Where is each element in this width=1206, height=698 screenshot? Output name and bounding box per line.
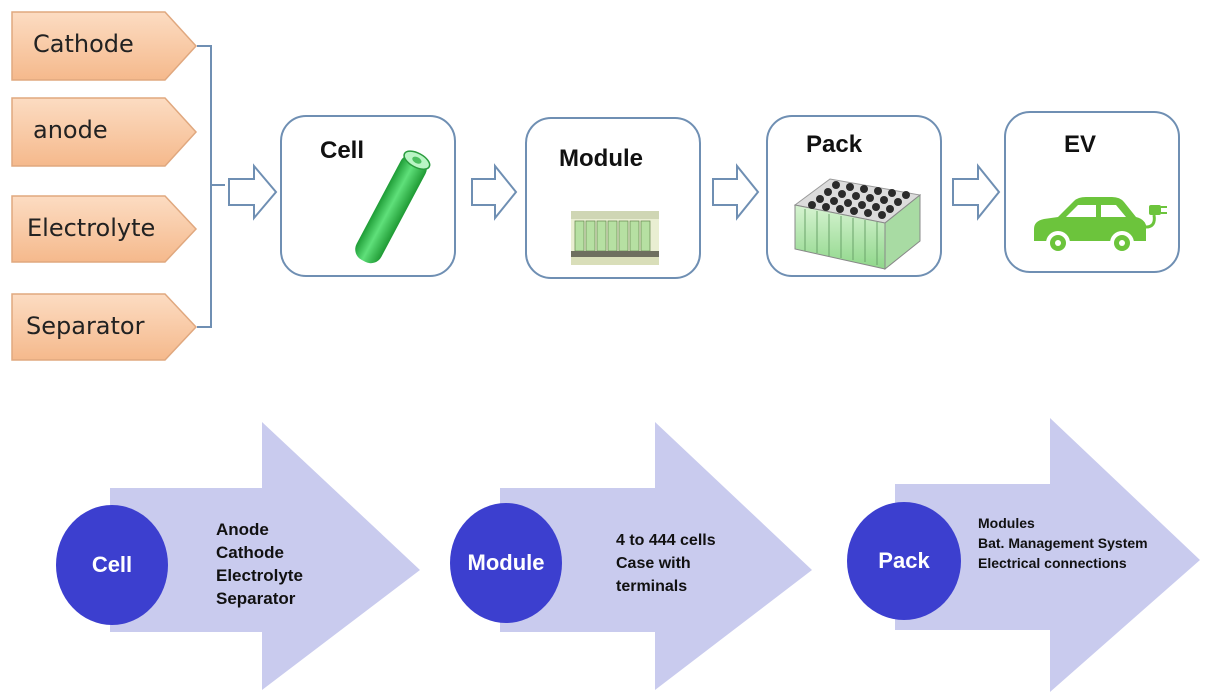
- step-desc-module: 4 to 444 cells Case with terminals: [616, 529, 716, 598]
- step-desc-line: Electrical connections: [978, 555, 1127, 571]
- stage-title-ev: EV: [1064, 131, 1097, 158]
- step-desc-line: 4 to 444 cells: [616, 532, 716, 549]
- stage-box-cell: Cell: [280, 115, 456, 277]
- stage-box-pack: Pack: [766, 115, 942, 277]
- big-arrow-cell: [110, 422, 420, 690]
- input-tag-shape: [11, 293, 198, 361]
- step-desc-cell: Anode Cathode Electrolyte Separator: [216, 518, 303, 610]
- electric-car-icon: [1034, 197, 1167, 255]
- step-desc-line: Case with: [616, 555, 691, 572]
- input-label-cathode: Cathode: [33, 30, 134, 58]
- input-bracket-connector: [197, 45, 225, 328]
- bottom-diagram-graphics: [110, 418, 1200, 692]
- flow-arrow: [228, 163, 278, 221]
- input-label-electrolyte: Electrolyte: [27, 214, 156, 242]
- step-desc-line: Cathode: [216, 543, 284, 562]
- battery-cell-icon: [355, 150, 431, 264]
- input-label-separator: Separator: [26, 312, 145, 340]
- flow-arrow: [952, 163, 1001, 221]
- battery-module-icon: [571, 211, 659, 265]
- stage-title-cell: Cell: [320, 137, 365, 164]
- stage-title-module: Module: [559, 145, 643, 172]
- big-arrow-module: [500, 422, 812, 690]
- battery-pack-icon: [793, 178, 922, 271]
- input-label-anode: anode: [33, 116, 108, 144]
- big-arrow-pack: [895, 418, 1200, 692]
- step-circle-module: Module: [450, 503, 562, 623]
- stage-title-pack: Pack: [806, 131, 863, 158]
- step-desc-pack: Modules Bat. Management System Electrica…: [978, 513, 1148, 573]
- step-desc-line: Separator: [216, 589, 296, 608]
- step-desc-line: Anode: [216, 520, 269, 539]
- flow-arrow: [471, 163, 518, 221]
- step-circle-cell: Cell: [56, 505, 168, 625]
- input-tag-shape: [11, 97, 198, 167]
- step-desc-line: Electrolyte: [216, 566, 303, 585]
- step-desc-line: Modules: [978, 515, 1035, 531]
- input-tag-shape: [11, 195, 198, 263]
- stage-box-ev: EV: [1004, 111, 1180, 273]
- step-circle-pack: Pack: [847, 502, 961, 620]
- stage-box-module: Module: [525, 117, 701, 279]
- flow-arrow: [712, 163, 760, 221]
- top-diagram-graphics: [11, 11, 1001, 361]
- step-desc-line: Bat. Management System: [978, 535, 1148, 551]
- input-tag-shape: [11, 11, 198, 81]
- step-desc-line: terminals: [616, 578, 688, 595]
